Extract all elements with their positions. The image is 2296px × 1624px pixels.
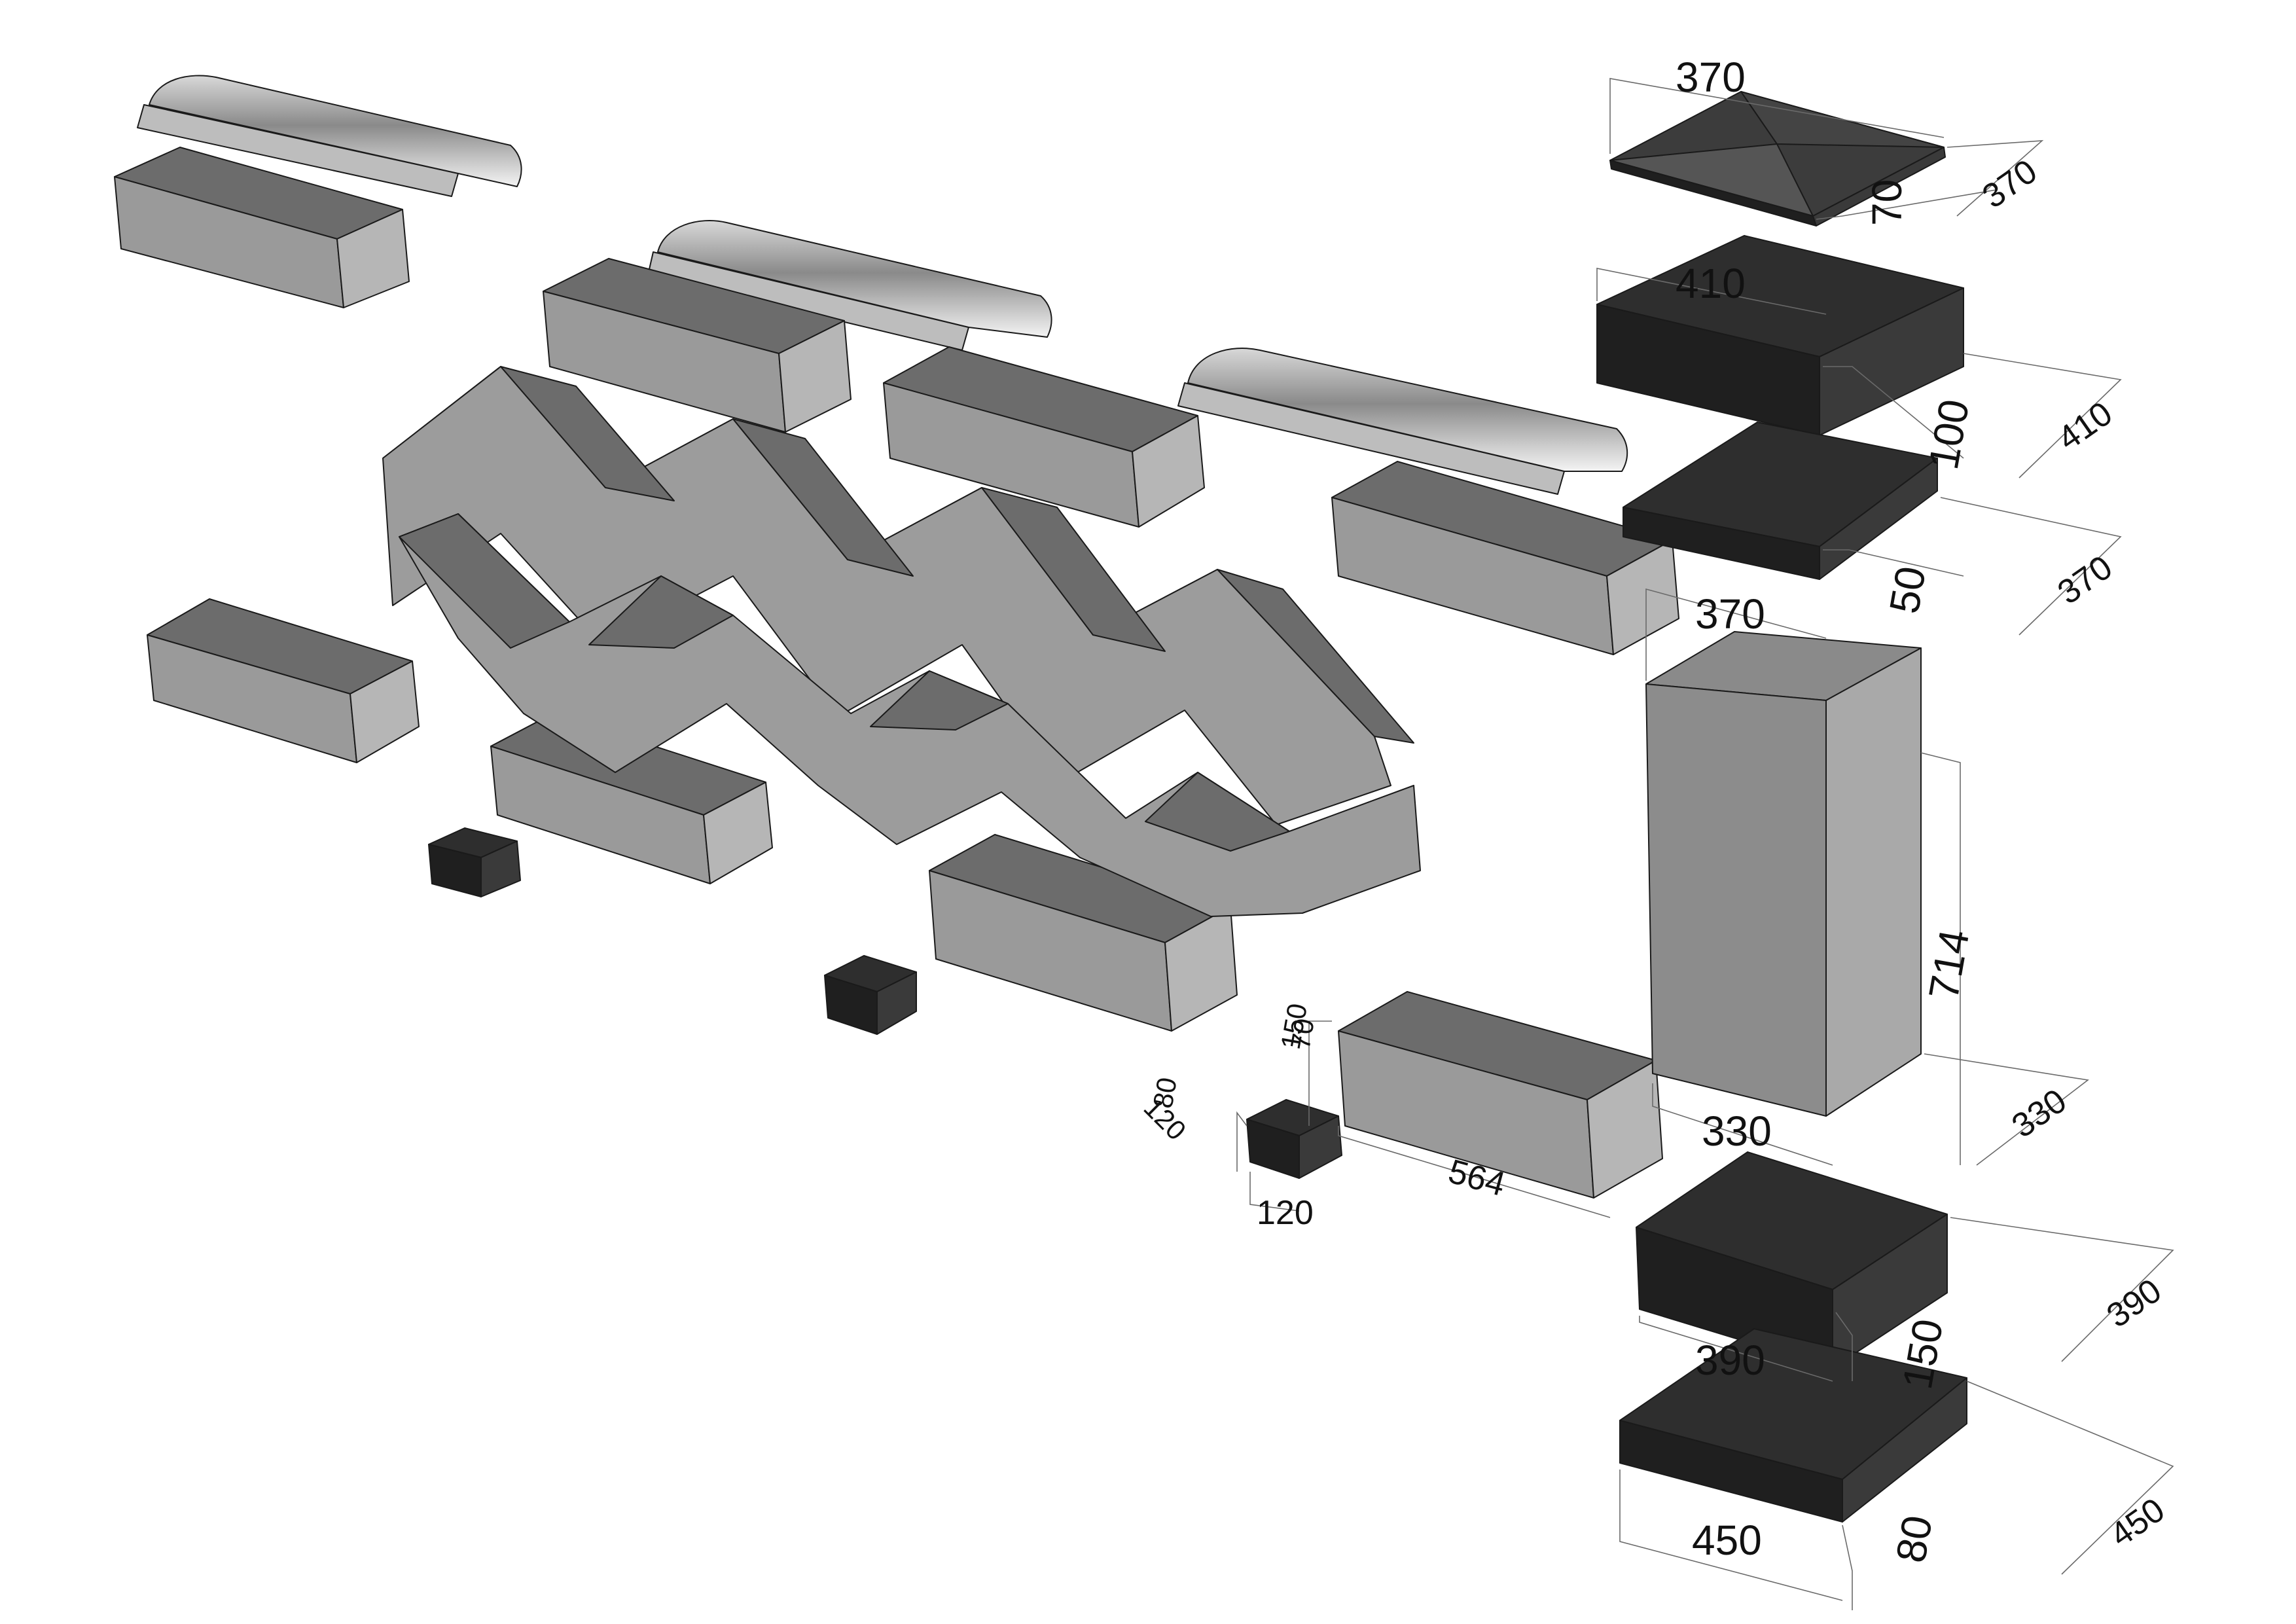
dim-pillar-width: 370 <box>1695 590 1765 638</box>
beam-5 <box>147 598 420 763</box>
pyramid-cap <box>1609 91 1946 226</box>
dim-pillar-height: 714 <box>1920 926 1978 1003</box>
top-slab <box>1596 235 1964 436</box>
zigzag-panel-lower <box>399 513 1421 917</box>
beam-4 <box>1331 461 1679 655</box>
dim-cap-width: 370 <box>1676 54 1746 101</box>
beam-1 <box>114 147 410 308</box>
small-block-1 <box>428 827 521 897</box>
beam-3 <box>883 346 1205 528</box>
dim-mid-slab-depth: 370 <box>2051 549 2119 612</box>
dim-base-slab-width: 330 <box>1702 1108 1772 1155</box>
dim-plinth-depth: 450 <box>2104 1491 2172 1555</box>
dim-top-slab-depth: 410 <box>2051 395 2119 458</box>
beam-8 <box>1338 991 1663 1199</box>
beam-7 <box>929 834 1238 1032</box>
pillar-column <box>1645 631 1922 1117</box>
dim-mid-slab-height: 50 <box>1880 563 1935 617</box>
dim-block-height-b: 80 <box>1147 1075 1183 1110</box>
dim-plinth-width: 450 <box>1692 1517 1762 1564</box>
plinth <box>1619 1328 1967 1523</box>
coping-cap-3 <box>1177 348 1628 495</box>
dimension-lines <box>1236 78 2174 1610</box>
mid-slab <box>1623 422 1938 580</box>
coping-cap-1 <box>137 75 522 197</box>
base-slab <box>1636 1151 1948 1369</box>
dim-plinth-inner: 390 <box>1695 1337 1765 1384</box>
small-block-2 <box>824 955 917 1035</box>
dim-block-width: 120 <box>1257 1194 1314 1232</box>
dim-cap-height: 70 <box>1863 179 1910 226</box>
small-block-3 <box>1246 1099 1342 1179</box>
beam-2 <box>543 258 852 433</box>
dim-plinth-height: 80 <box>1887 1512 1941 1566</box>
zigzag-panel-upper <box>382 366 1414 825</box>
dim-top-slab-height: 100 <box>1920 396 1978 473</box>
dim-cap-depth: 370 <box>1976 153 2044 216</box>
dim-beam-height-b: 70 <box>1285 1016 1320 1051</box>
dim-base-slab-depth: 390 <box>2100 1272 2168 1335</box>
dim-top-slab-width: 410 <box>1676 260 1746 307</box>
